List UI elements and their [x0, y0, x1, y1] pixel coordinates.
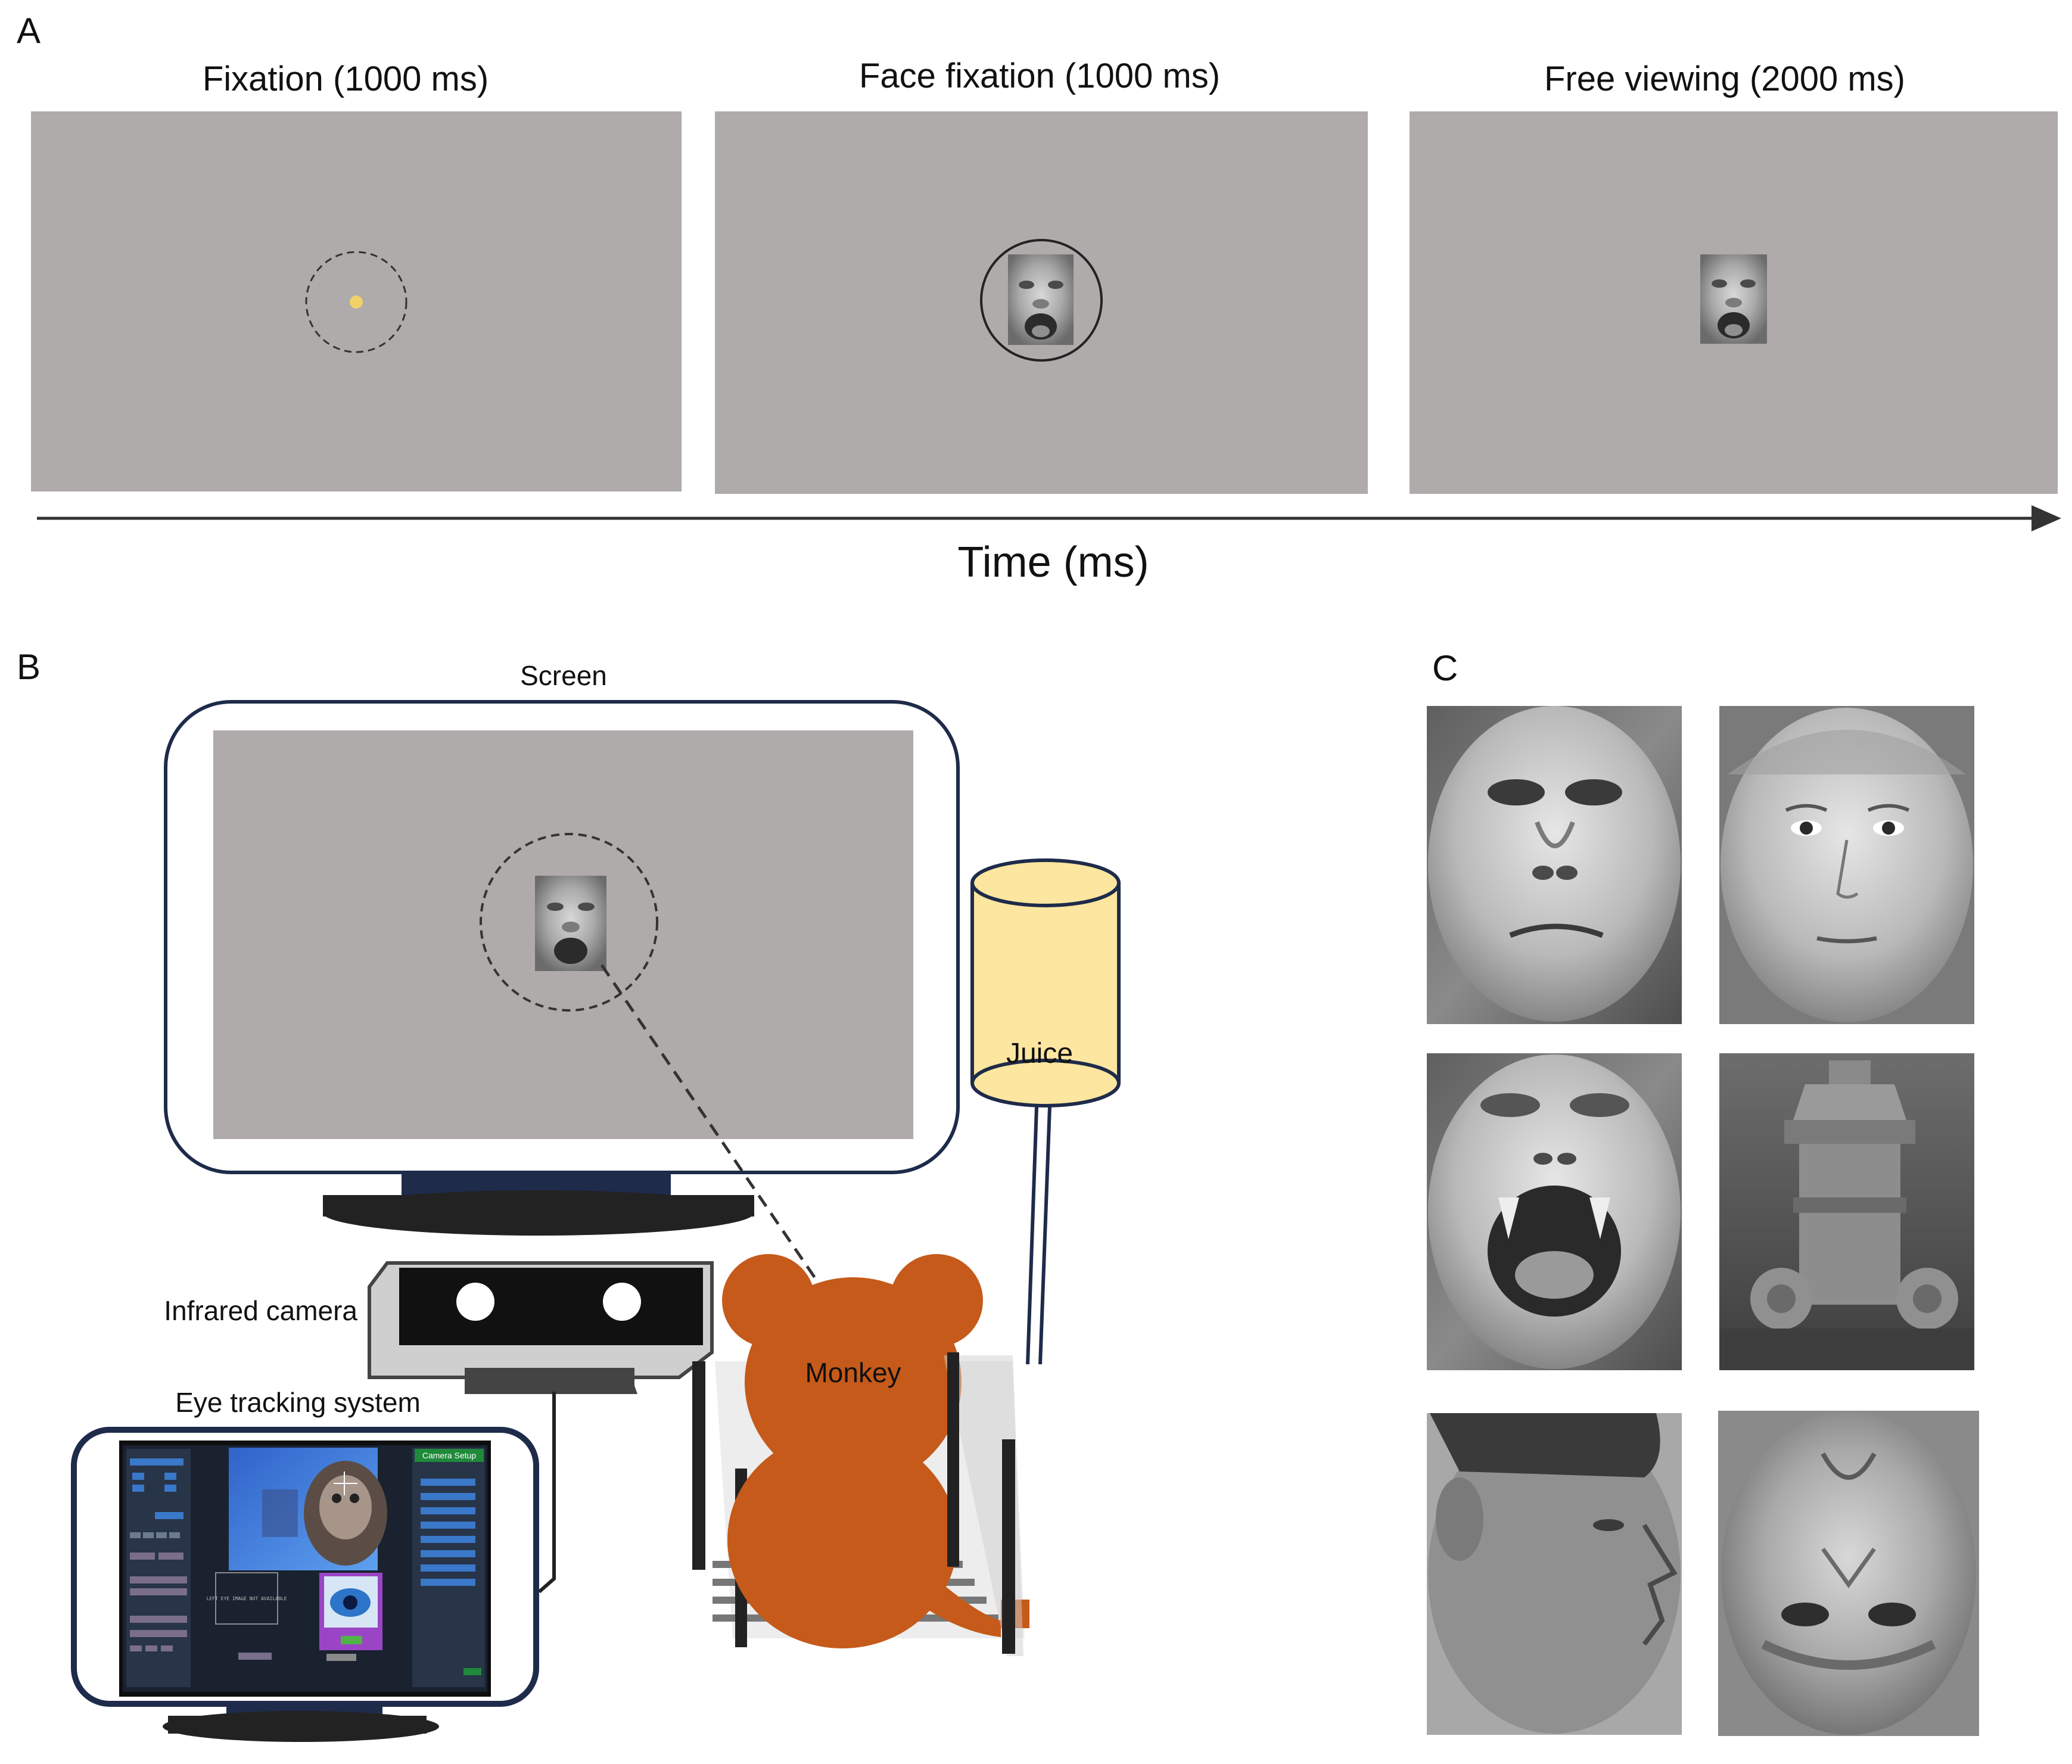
monkey-face-neutral-icon [1427, 706, 1682, 1024]
monkey-label: Monkey [805, 1357, 901, 1388]
camera-setup-title: Camera Setup [422, 1451, 476, 1460]
fixation-window [480, 833, 658, 1012]
monkey-face-threat-icon [1008, 254, 1074, 345]
juice-label: Juice [1006, 1038, 1073, 1069]
left-eye-image-placeholder: LEFT EYE IMAGE NOT AVAILABLE [207, 1572, 287, 1625]
gaze-line [600, 964, 827, 1294]
monkey-face-threat-icon [535, 876, 606, 971]
primate-chair-front [944, 1352, 1023, 1656]
stage-3-screen [1410, 111, 2058, 494]
monkey-face-threat-icon [1427, 1053, 1682, 1370]
fixation-dot [350, 295, 363, 309]
camera-label: Infrared camera [164, 1295, 357, 1326]
human-face-female-icon [1719, 706, 1974, 1024]
tracker-left-controls [126, 1449, 191, 1687]
stage-3-title: Free viewing (2000 ms) [1544, 60, 1905, 98]
no-image-text: LEFT EYE IMAGE NOT AVAILABLE [207, 1596, 287, 1601]
eyetracker-label: Eye tracking system [175, 1387, 421, 1418]
infrared-camera: Infrared camera [164, 1261, 714, 1594]
monkey-figure: Monkey [722, 1254, 1029, 1648]
panel-a-letter: A [17, 11, 41, 51]
juice-container: Juice [970, 858, 1121, 1365]
fire-hydrant-icon [1719, 1053, 1974, 1370]
stage-2-title: Face fixation (1000 ms) [859, 57, 1220, 95]
monkey-face-inverted-icon [1718, 1411, 1979, 1736]
panel-b-letter: B [17, 647, 41, 687]
pupil-image [319, 1573, 382, 1650]
camera-image-monkey [229, 1448, 387, 1570]
human-face-profile-icon [1427, 1413, 1682, 1735]
screen-label: Screen [520, 660, 607, 691]
monkey-face-threat-icon [1700, 254, 1767, 344]
face-fixation-window [980, 239, 1103, 362]
stimulus-monitor [164, 700, 960, 1294]
eyetracker-monitor: LEFT EYE IMAGE NOT AVAILABLE Camera Setu… [71, 1427, 539, 1742]
stage-2-screen [715, 111, 1368, 494]
camera-setup-panel: Camera Setup [412, 1448, 485, 1687]
stage-1-title: Fixation (1000 ms) [203, 60, 489, 98]
time-axis-label: Time (ms) [957, 539, 1149, 586]
stage-1-screen [31, 111, 682, 491]
panel-c-letter: C [1432, 648, 1458, 688]
fixation-window [305, 251, 407, 353]
